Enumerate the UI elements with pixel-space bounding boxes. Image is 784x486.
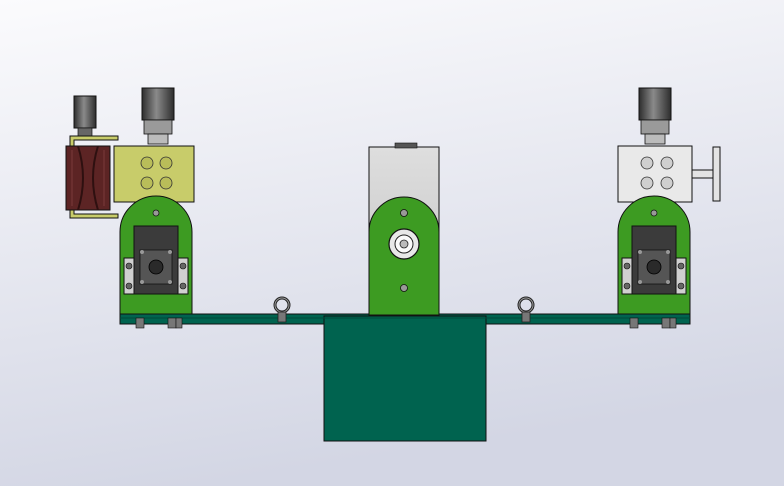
center-bearing-block: [368, 142, 440, 316]
lifting-eye-bolt-left: [273, 296, 291, 323]
center-bolt-top: [400, 209, 408, 217]
right-handwheel: [712, 146, 721, 202]
base-plate-body: [323, 315, 487, 442]
right-shaft: [691, 169, 715, 179]
left-gear-motor: [141, 87, 175, 121]
right-gear-motor: [638, 87, 672, 121]
left-olive-block: [113, 145, 195, 203]
base-plate: [119, 313, 691, 442]
lifting-eye-bolt-right: [517, 296, 535, 323]
left-roller-module: [65, 87, 195, 329]
right-silver-block: [617, 145, 693, 203]
right-roller-module: [617, 87, 721, 329]
left-roller-wheel: [65, 145, 111, 211]
left-small-motor: [73, 95, 97, 129]
center-bolt-bottom: [400, 284, 408, 292]
